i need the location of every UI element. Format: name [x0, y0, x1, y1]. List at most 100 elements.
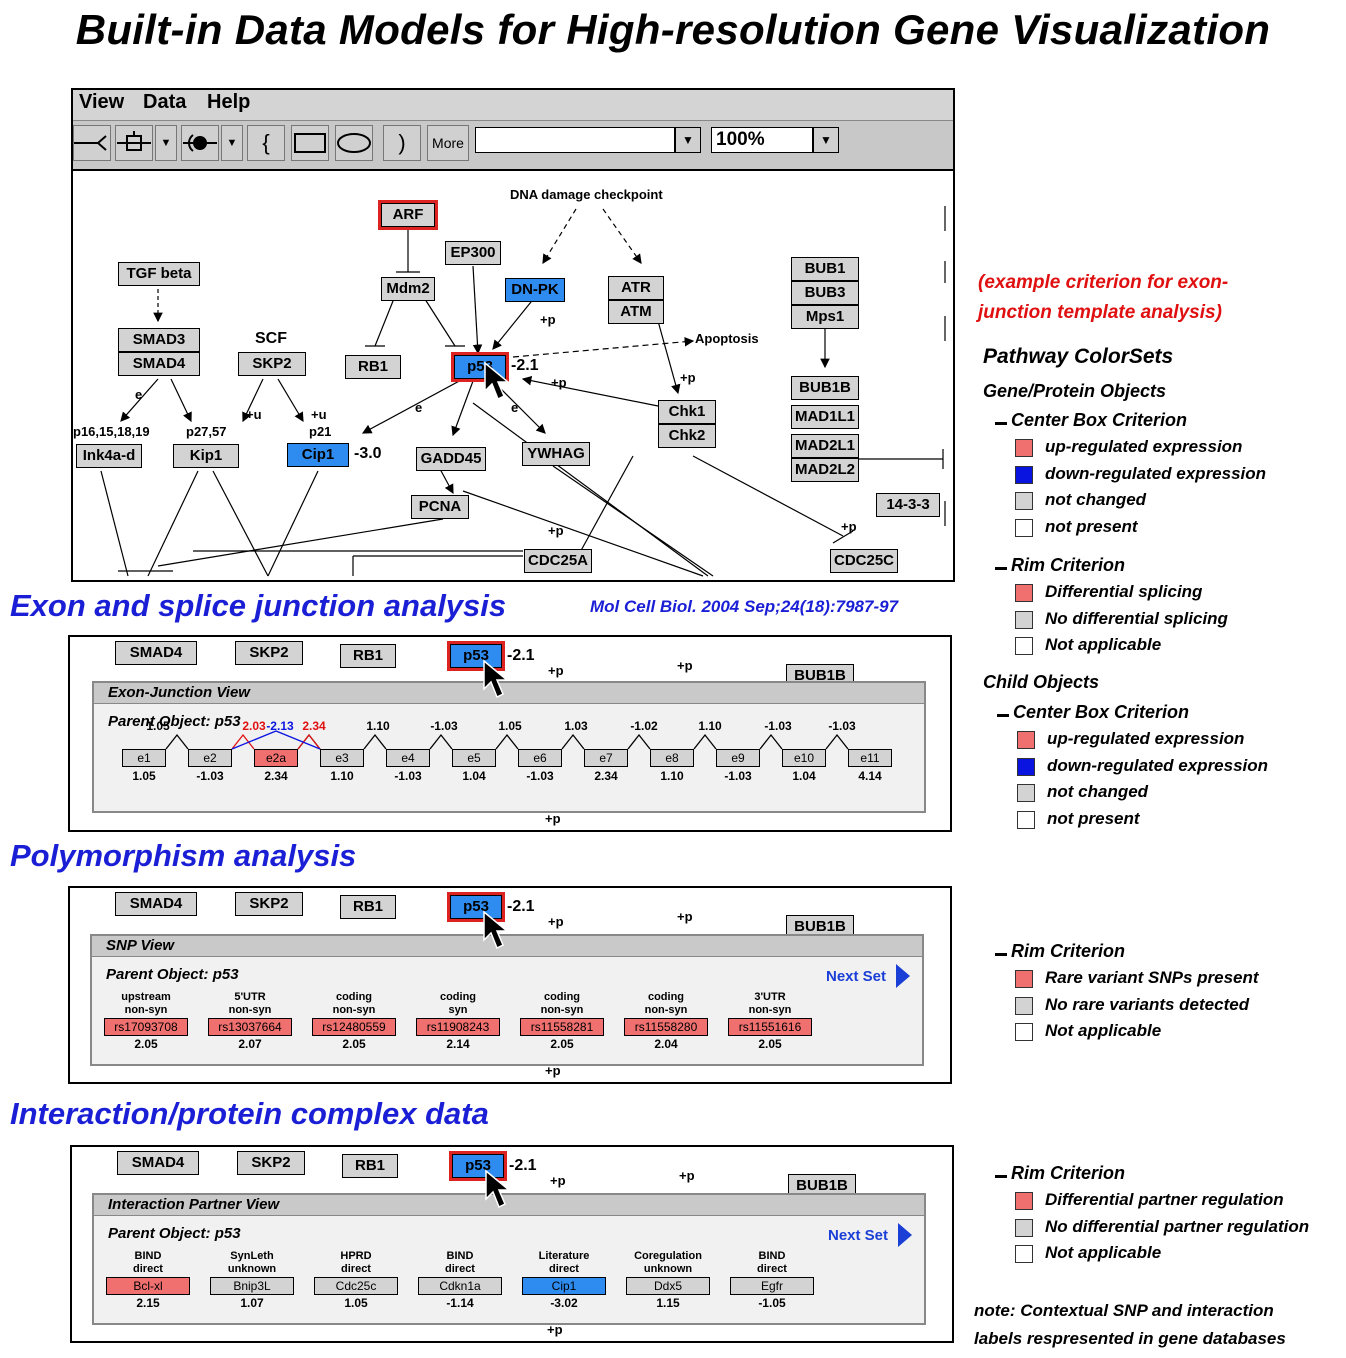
exon-box[interactable]: e6: [518, 749, 562, 767]
node-skp2[interactable]: SKP2: [235, 641, 303, 665]
snp-id-box[interactable]: rs11908243: [416, 1018, 500, 1036]
node-smad4[interactable]: SMAD4: [118, 352, 200, 376]
node-skp2[interactable]: SKP2: [237, 1151, 305, 1175]
node-gadd45[interactable]: GADD45: [416, 447, 486, 471]
node-chk1[interactable]: Chk1: [658, 400, 716, 424]
node-mad2l1[interactable]: MAD2L1: [791, 434, 859, 458]
node-chk2[interactable]: Chk2: [658, 424, 716, 448]
receptor-icon: [117, 131, 151, 151]
next-arrow-icon[interactable]: [896, 1221, 914, 1249]
interaction-view-header: Interaction Partner View: [94, 1195, 924, 1216]
partner-box[interactable]: Egfr: [730, 1277, 814, 1295]
partner-box[interactable]: Bnip3L: [210, 1277, 294, 1295]
next-set-button[interactable]: Next Set: [826, 968, 887, 985]
node-cdc25c[interactable]: CDC25C: [830, 549, 898, 573]
p21-label: p21: [309, 424, 332, 439]
exon-value: 2.34: [264, 769, 288, 783]
node-ink4a[interactable]: Ink4a-d: [76, 444, 142, 468]
snp-id-box[interactable]: rs11558281: [520, 1018, 604, 1036]
search-combo[interactable]: [475, 127, 675, 153]
node-atm[interactable]: ATM: [608, 300, 664, 324]
next-set-button[interactable]: Next Set: [828, 1227, 889, 1244]
exon-box[interactable]: e8: [650, 749, 694, 767]
menu-view[interactable]: View: [79, 91, 125, 113]
node-rb1[interactable]: RB1: [342, 1154, 398, 1178]
next-arrow-icon[interactable]: [894, 962, 912, 990]
receptor-tool[interactable]: [115, 125, 153, 161]
exon-box[interactable]: e4: [386, 749, 430, 767]
exon-value: -1.03: [724, 769, 752, 783]
ligand-dropdown[interactable]: ▼: [221, 125, 243, 161]
exon-box[interactable]: e2: [188, 749, 232, 767]
node-14-3-3[interactable]: 14-3-3: [876, 493, 940, 517]
node-dnapk[interactable]: DN-PK: [505, 278, 565, 302]
partner-box[interactable]: Bcl-xl: [106, 1277, 190, 1295]
ellipse-tool[interactable]: [335, 125, 373, 161]
legend-center-label: not changed: [1045, 490, 1147, 509]
left-brace-tool[interactable]: {: [247, 125, 285, 161]
receptor-dropdown[interactable]: ▼: [155, 125, 177, 161]
node-p53[interactable]: p53: [447, 892, 505, 922]
snp-value: 2.14: [446, 1037, 470, 1051]
node-p53[interactable]: p53: [449, 1151, 507, 1181]
node-mps1[interactable]: Mps1: [791, 305, 859, 329]
snp-id-box[interactable]: rs11551616: [728, 1018, 812, 1036]
node-p53[interactable]: p53: [451, 352, 509, 382]
node-atr[interactable]: ATR: [608, 276, 664, 300]
node-skp2[interactable]: SKP2: [235, 892, 303, 916]
node-smad4[interactable]: SMAD4: [117, 1151, 199, 1175]
snp-id-box[interactable]: rs12480559: [312, 1018, 396, 1036]
partner-type: direct: [341, 1263, 371, 1275]
node-smad4[interactable]: SMAD4: [115, 892, 197, 916]
exon-box[interactable]: e5: [452, 749, 496, 767]
zoom-combo[interactable]: 100%: [711, 127, 813, 153]
node-skp2[interactable]: SKP2: [238, 352, 306, 376]
node-mad2l2[interactable]: MAD2L2: [791, 458, 859, 482]
exon-box[interactable]: e2a: [254, 749, 298, 767]
node-rb1[interactable]: RB1: [345, 355, 401, 379]
zoom-combo-dropdown[interactable]: ▼: [813, 127, 839, 153]
exon-box[interactable]: e3: [320, 749, 364, 767]
node-cip1[interactable]: Cip1: [287, 443, 349, 467]
node-tgf-beta[interactable]: TGF beta: [118, 262, 200, 286]
node-p53[interactable]: p53: [447, 641, 505, 671]
legend-snp-rim-swatch: [1015, 1023, 1033, 1041]
node-smad3[interactable]: SMAD3: [118, 328, 200, 352]
snp-id-box[interactable]: rs13037664: [208, 1018, 292, 1036]
node-ywhag[interactable]: YWHAG: [522, 442, 590, 466]
more-button[interactable]: More: [427, 125, 469, 161]
partner-box[interactable]: Cdc25c: [314, 1277, 398, 1295]
exon-box[interactable]: e9: [716, 749, 760, 767]
ligand-tool[interactable]: [181, 125, 219, 161]
exon-box[interactable]: e7: [584, 749, 628, 767]
node-kip1[interactable]: Kip1: [173, 444, 239, 468]
snp-id-box[interactable]: rs17093708: [104, 1018, 188, 1036]
node-bub1[interactable]: BUB1: [791, 257, 859, 281]
menu-data[interactable]: Data: [143, 91, 187, 113]
node-mad1l1[interactable]: MAD1L1: [791, 405, 859, 429]
node-mdm2[interactable]: Mdm2: [381, 277, 435, 301]
node-bub1b[interactable]: BUB1B: [791, 376, 859, 400]
partner-box[interactable]: Cdkn1a: [418, 1277, 502, 1295]
node-rb1[interactable]: RB1: [340, 895, 396, 919]
exon-box[interactable]: e10: [782, 749, 826, 767]
menu-help[interactable]: Help: [207, 91, 251, 113]
node-ep300[interactable]: EP300: [445, 241, 501, 265]
junction-value: -2.13: [266, 719, 294, 733]
node-arf[interactable]: ARF: [378, 200, 438, 230]
node-smad4[interactable]: SMAD4: [115, 641, 197, 665]
rectangle-tool[interactable]: [291, 125, 329, 161]
partner-box[interactable]: Ddx5: [626, 1277, 710, 1295]
node-rb1[interactable]: RB1: [340, 644, 396, 668]
node-bub3[interactable]: BUB3: [791, 281, 859, 305]
right-paren-tool[interactable]: ): [383, 125, 421, 161]
legend-child-center-swatch: [1017, 731, 1035, 749]
snp-id-box[interactable]: rs11558280: [624, 1018, 708, 1036]
inhibit-line-tool[interactable]: [73, 125, 111, 161]
search-combo-dropdown[interactable]: ▼: [675, 127, 701, 153]
partner-box[interactable]: Cip1: [522, 1277, 606, 1295]
node-pcna[interactable]: PCNA: [411, 495, 469, 519]
exon-box[interactable]: e1: [122, 749, 166, 767]
exon-box[interactable]: e11: [848, 749, 892, 767]
node-cdc25a[interactable]: CDC25A: [524, 549, 592, 573]
